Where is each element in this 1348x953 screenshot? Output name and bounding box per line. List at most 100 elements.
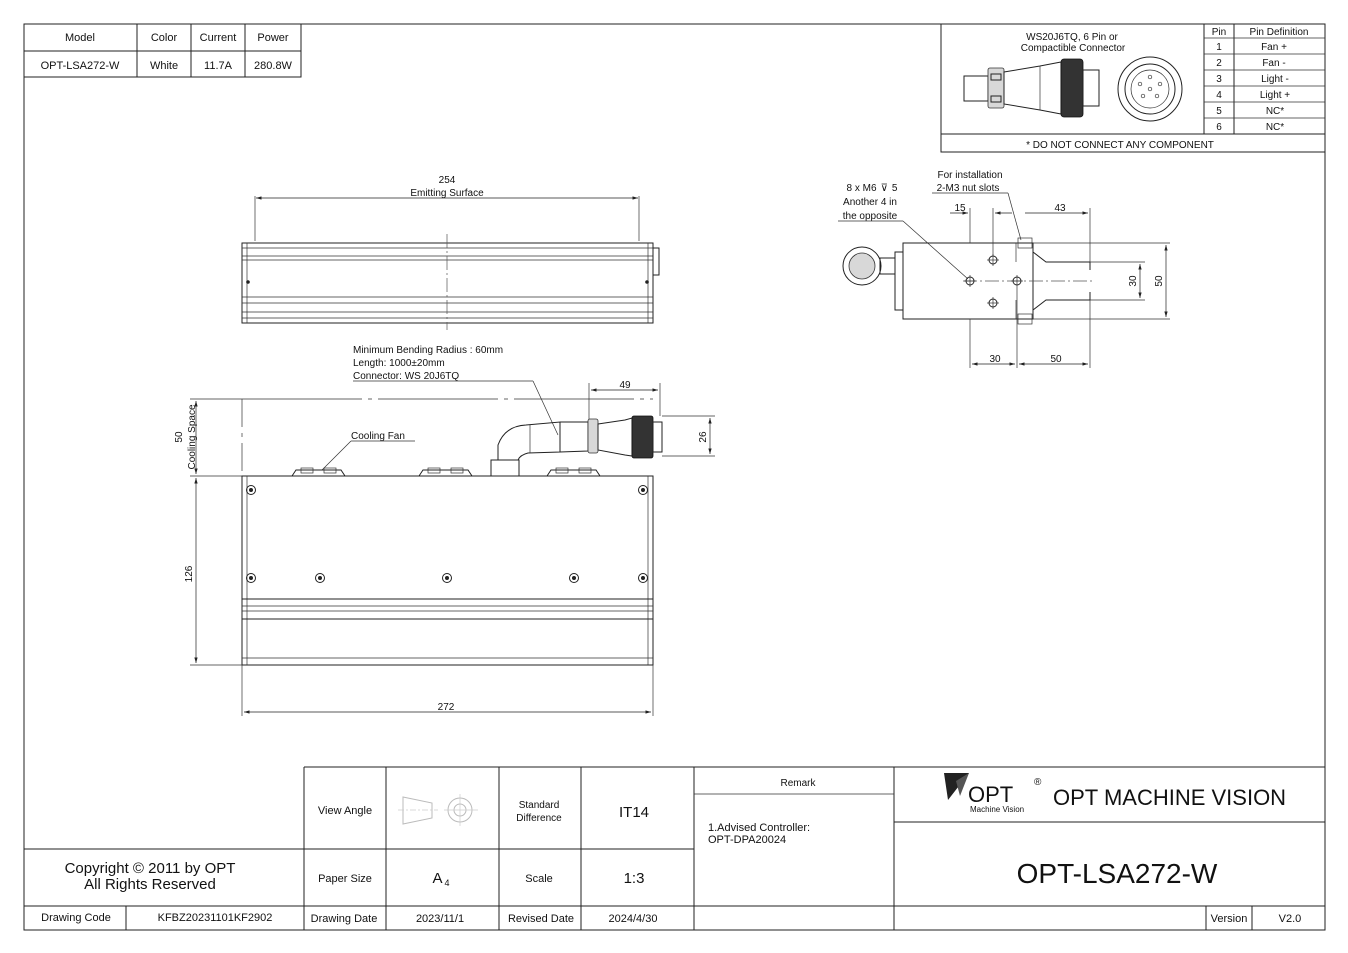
- pin-def-header: Pin Definition: [1250, 27, 1309, 38]
- svg-text:Light +: Light +: [1260, 90, 1290, 101]
- side-view: 8 x M6⊽5 Another 4 in the opposite For i…: [838, 170, 1170, 368]
- bottom-note-length: Length: 1000±20mm: [353, 358, 445, 369]
- bottom-note-connector: Connector: WS 20J6TQ: [353, 371, 459, 382]
- screw: [246, 573, 256, 583]
- side-note-install: For installation: [937, 170, 1002, 181]
- revised-date-label: Revised Date: [508, 913, 574, 925]
- side-note-slots: 2-M3 nut slots: [937, 183, 1000, 194]
- svg-text:®: ®: [1034, 777, 1042, 788]
- remark-line-2: OPT-DPA20024: [708, 834, 786, 846]
- spec-value-model: OPT-LSA272-W: [41, 60, 120, 72]
- connector-box: WS20J6TQ, 6 Pin or Compactible Connector…: [940, 23, 1326, 153]
- fan-bump: [546, 467, 601, 477]
- screw: [638, 485, 648, 495]
- title-block: View Angle Standard Difference IT14 Rema…: [24, 766, 1325, 930]
- drawing-date-value: 2023/11/1: [416, 913, 464, 925]
- drawing-code-value: KFBZ20231101KF2902: [158, 912, 273, 924]
- side-dim-50v: 50: [1154, 275, 1165, 287]
- copyright-line-2: All Rights Reserved: [84, 876, 216, 893]
- remark-line-1: 1.Advised Controller:: [708, 822, 810, 834]
- side-note-opposite: the opposite: [843, 211, 898, 222]
- fan-bump: [291, 467, 346, 477]
- svg-text:Light -: Light -: [1261, 74, 1289, 85]
- svg-text:5: 5: [1216, 106, 1222, 117]
- standard-diff-label-2: Difference: [516, 813, 562, 824]
- svg-text:NC*: NC*: [1266, 122, 1284, 133]
- paper-size-label: Paper Size: [318, 873, 372, 885]
- front-dim-254: 254: [439, 175, 456, 186]
- bottom-dim-26: 26: [698, 431, 709, 443]
- side-dim-15: 15: [954, 203, 966, 214]
- side-dim-30v: 30: [1128, 275, 1139, 287]
- opt-logo: OPT ® Machine Vision: [944, 773, 1042, 814]
- version-label: Version: [1211, 913, 1248, 925]
- connector-title-1: WS20J6TQ, 6 Pin or: [1026, 32, 1118, 43]
- fan-bump: [418, 467, 473, 477]
- side-dim-43: 43: [1054, 203, 1066, 214]
- company-name: OPT MACHINE VISION: [1053, 785, 1286, 810]
- remark-label: Remark: [780, 778, 816, 789]
- spec-header-current: Current: [200, 32, 237, 44]
- pin-row: 1 Fan +: [1216, 42, 1287, 53]
- side-dim-30h: 30: [989, 354, 1001, 365]
- pin-row: 4 Light +: [1216, 90, 1290, 101]
- cooling-space-label: Cooling Space: [187, 404, 198, 469]
- spec-header-model: Model: [65, 32, 95, 44]
- connector-note: * DO NOT CONNECT ANY COMPONENT: [1026, 140, 1214, 151]
- version-value: V2.0: [1279, 913, 1302, 925]
- svg-text:3: 3: [1216, 74, 1222, 85]
- copyright-line-1: Copyright © 2011 by OPT: [65, 860, 236, 877]
- bottom-dim-49: 49: [619, 380, 631, 391]
- pin-row: 2 Fan -: [1216, 58, 1285, 69]
- pin-header: Pin: [1212, 27, 1226, 38]
- drawing-code-label: Drawing Code: [41, 912, 111, 924]
- screw: [569, 573, 579, 583]
- screw: [442, 573, 452, 583]
- connector-face-illustration: [1117, 56, 1183, 122]
- connector-side-illustration: [963, 58, 1100, 118]
- spec-header-color: Color: [151, 32, 178, 44]
- spec-header-power: Power: [257, 32, 289, 44]
- svg-text:NC*: NC*: [1266, 106, 1284, 117]
- cable-connector: [490, 415, 663, 477]
- pin-row: 3 Light -: [1216, 74, 1289, 85]
- screw: [638, 573, 648, 583]
- screw: [246, 485, 256, 495]
- svg-text:Fan -: Fan -: [1262, 58, 1285, 69]
- svg-text:4: 4: [1216, 90, 1222, 101]
- cooling-fan-label: Cooling Fan: [351, 431, 405, 442]
- third-angle-projection-icon: [398, 794, 478, 826]
- spec-value-color: White: [150, 60, 178, 72]
- side-dim-50h: 50: [1050, 354, 1062, 365]
- scale-label: Scale: [525, 873, 553, 885]
- standard-diff-label-1: Standard: [519, 800, 560, 811]
- bottom-dim-272: 272: [438, 702, 455, 713]
- front-view: 254 Emitting Surface: [241, 175, 660, 330]
- view-angle-label: View Angle: [318, 805, 372, 817]
- spec-value-power: 280.8W: [254, 60, 293, 72]
- svg-text:Machine Vision: Machine Vision: [970, 805, 1024, 814]
- svg-text:2: 2: [1216, 58, 1222, 69]
- model-title: OPT-LSA272-W: [1017, 858, 1218, 889]
- side-note-m6: 8 x M6⊽5: [847, 183, 898, 194]
- bottom-dim-50: 50: [174, 431, 185, 443]
- bottom-dim-126: 126: [184, 565, 195, 582]
- revised-date-value: 2024/4/30: [609, 913, 658, 925]
- spec-value-current: 11.7A: [204, 60, 233, 72]
- bottom-note-radius: Minimum Bending Radius : 60mm: [353, 345, 503, 356]
- front-dim-label: Emitting Surface: [410, 188, 484, 199]
- side-note-another: Another 4 in: [843, 197, 897, 208]
- scale-value: 1:3: [624, 870, 645, 887]
- pin-row: 6 NC*: [1216, 122, 1284, 133]
- standard-diff-value: IT14: [619, 804, 649, 821]
- spec-table: Model Color Current Power OPT-LSA272-W W…: [23, 23, 302, 78]
- bottom-view: Minimum Bending Radius : 60mm Length: 10…: [174, 345, 715, 716]
- connector-title-2: Compactible Connector: [1021, 43, 1126, 54]
- svg-text:6: 6: [1216, 122, 1222, 133]
- svg-text:OPT: OPT: [968, 782, 1013, 807]
- pin-row: 5 NC*: [1216, 106, 1284, 117]
- svg-text:1: 1: [1216, 42, 1222, 53]
- screw: [315, 573, 325, 583]
